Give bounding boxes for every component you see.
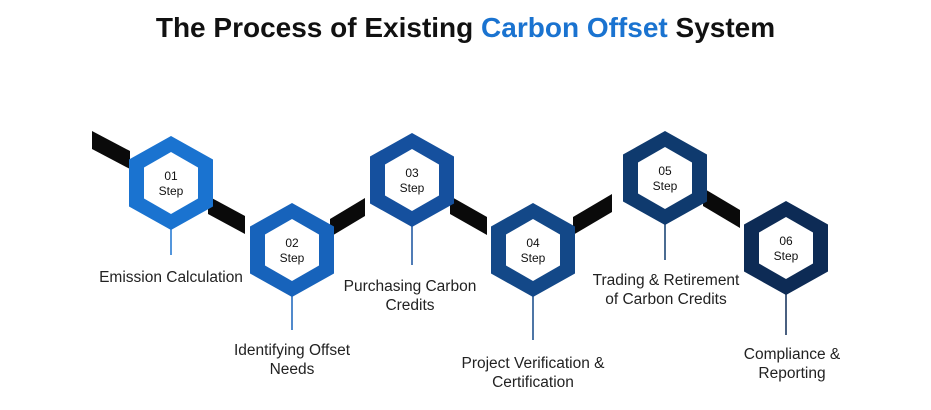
step-2-label: Identifying Offset Needs	[233, 342, 351, 378]
connector-2	[208, 196, 245, 234]
step-4-word: Step	[521, 251, 546, 265]
connector-1	[92, 131, 130, 169]
step-4-hexagon-inner	[506, 219, 560, 281]
step-6-word: Step	[774, 249, 799, 263]
connector-4	[450, 196, 487, 235]
step-3-label: Purchasing Carbon Credits	[343, 278, 477, 314]
step-3-word: Step	[400, 181, 425, 195]
step-1-hexagon-inner	[144, 152, 198, 214]
step-2-number: 02	[285, 236, 299, 250]
step-4-label: Project Verification & Certification	[461, 355, 605, 391]
step-1-label: Emission Calculation	[99, 269, 243, 286]
connector-5	[573, 194, 612, 235]
step-3-number: 03	[405, 166, 419, 180]
step-2-hexagon-inner	[265, 219, 319, 281]
title-accent: Carbon Offset	[481, 12, 668, 43]
step-2-word: Step	[280, 251, 305, 265]
step-3-hexagon-inner	[385, 149, 439, 211]
step-1-word: Step	[159, 184, 184, 198]
step-5-word: Step	[653, 179, 678, 193]
step-6-number: 06	[779, 234, 793, 248]
step-5-hexagon-inner	[638, 147, 692, 209]
connector-3	[330, 198, 365, 237]
step-5-label: Trading & Retirement of Carbon Credits	[592, 272, 740, 308]
step-4-number: 04	[526, 236, 540, 250]
step-1-number: 01	[164, 169, 178, 183]
step-5-number: 05	[658, 164, 672, 178]
connector-6	[703, 188, 740, 228]
step-6-hexagon-inner	[759, 217, 813, 279]
page-title: The Process of Existing Carbon Offset Sy…	[0, 12, 931, 44]
title-prefix: The Process of Existing	[155, 12, 482, 43]
step-6-label: Compliance & Reporting	[743, 346, 841, 382]
title-suffix: System	[667, 12, 776, 43]
